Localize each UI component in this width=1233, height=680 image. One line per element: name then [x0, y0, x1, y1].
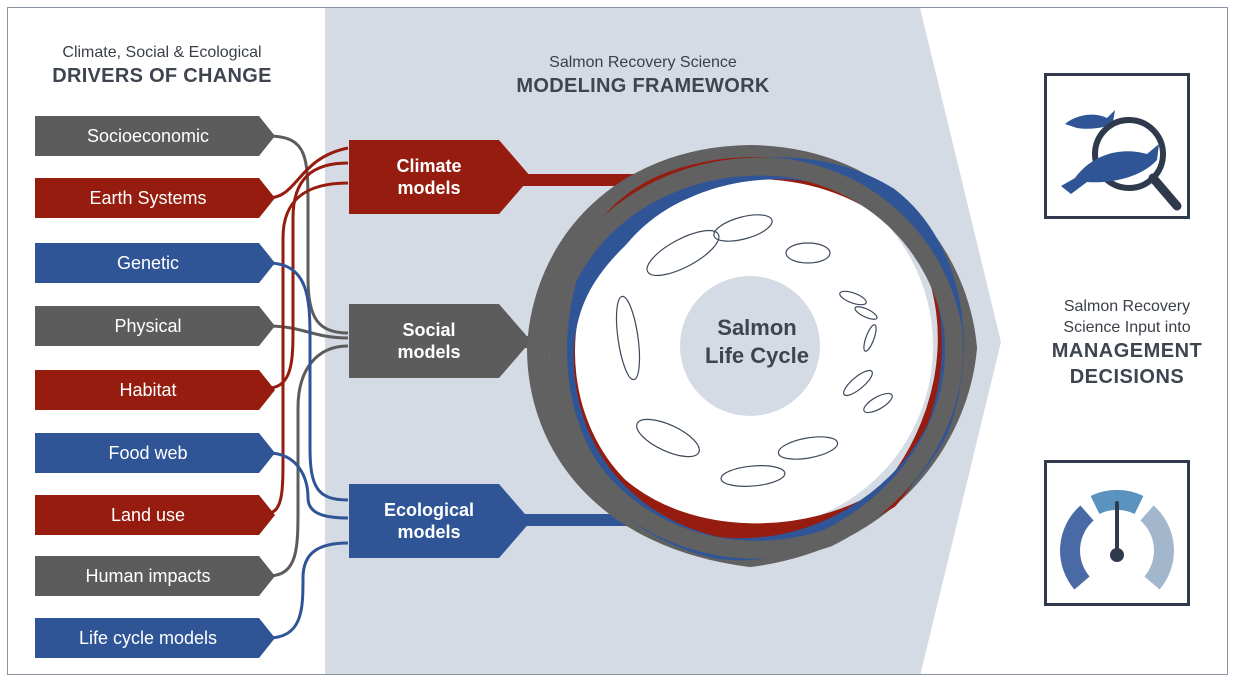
connector-foodweb-ecological [267, 451, 349, 520]
output-line1: Salmon Recovery [1063, 298, 1191, 315]
life-cycle-label: Salmon Life Cycle [692, 314, 822, 370]
driver-food-web: Food web [35, 433, 275, 473]
spawning-salmon-icon [646, 229, 720, 277]
braided-rings [526, 144, 978, 568]
connector-socioeconomic-social [267, 134, 349, 335]
alevin-cluster-icon [785, 242, 831, 264]
driver-life-cycle-models: Life cycle models [35, 618, 275, 658]
driver-physical: Physical [35, 306, 275, 346]
driver-earth-systems: Earth Systems [35, 178, 275, 218]
connector-habitat-climate [267, 161, 349, 390]
driver-genetic: Genetic [35, 243, 275, 283]
connector-landuse-climate [267, 181, 349, 515]
drivers-header: Climate, Social & Ecological DRIVERS OF … [22, 43, 302, 89]
life-cycle-line1: Salmon [717, 315, 797, 340]
model-ecological-line2: models [397, 522, 461, 542]
adult-salmon-vertical-icon [615, 295, 641, 381]
salmon-magnifier-icon-box [1044, 73, 1190, 219]
life-cycle-line2: Life Cycle [705, 343, 809, 368]
driver-habitat: Habitat [35, 370, 275, 410]
output-title1: MANAGEMENT [1051, 340, 1203, 362]
management-decisions-label: Salmon Recovery Science Input into MANAG… [1018, 296, 1227, 390]
model-social-line2: models [397, 342, 461, 362]
gauge-icon [1060, 489, 1174, 590]
life-cycle-center-disc [680, 276, 820, 416]
driver-land-use: Land use [35, 495, 275, 535]
salmon-magnifier-icon [1061, 110, 1182, 211]
returning-salmon-icon [720, 465, 786, 487]
framework-header-title: MODELING FRAMEWORK [516, 75, 770, 97]
drivers-header-title: DRIVERS OF CHANGE [52, 65, 272, 87]
parr-icon [863, 324, 877, 352]
smolt-icon-2 [863, 392, 893, 414]
output-line2: Science Input into [1063, 319, 1191, 336]
framework-header-subtitle: Salmon Recovery Science [549, 54, 737, 71]
fry-icon-2 [854, 306, 878, 320]
model-social-line1: Social [402, 320, 456, 340]
redd-eggs-icon [713, 214, 773, 242]
connector-humanimpacts-social [267, 344, 349, 578]
connector-genetic-ecological [267, 261, 349, 502]
framework-header: Salmon Recovery Science MODELING FRAMEWO… [478, 53, 808, 99]
fry-icon [839, 290, 867, 306]
diagram-frame: Climate, Social & Ecological DRIVERS OF … [7, 7, 1228, 675]
gauge-icon-box [1044, 460, 1190, 606]
ocean-salmon-icon [636, 418, 700, 458]
model-climate-line2: models [397, 178, 461, 198]
connector-physical-social [267, 324, 349, 340]
ring-gray-band-2 [549, 157, 964, 559]
drivers-header-subtitle: Climate, Social & Ecological [62, 44, 262, 61]
smolt-icon [843, 369, 873, 397]
driver-human-impacts: Human impacts [35, 556, 275, 596]
connector-lifecycle-ecological [267, 541, 349, 640]
output-title2: DECISIONS [1069, 366, 1185, 388]
salmon-sketches [615, 214, 893, 487]
model-ecological-line1: Ecological [383, 500, 475, 520]
connector-earthsystems-climate [267, 146, 349, 200]
model-climate-line1: Climate [396, 156, 462, 176]
driver-socioeconomic: Socioeconomic [35, 116, 275, 156]
juvenile-salmon-icon [777, 436, 839, 460]
